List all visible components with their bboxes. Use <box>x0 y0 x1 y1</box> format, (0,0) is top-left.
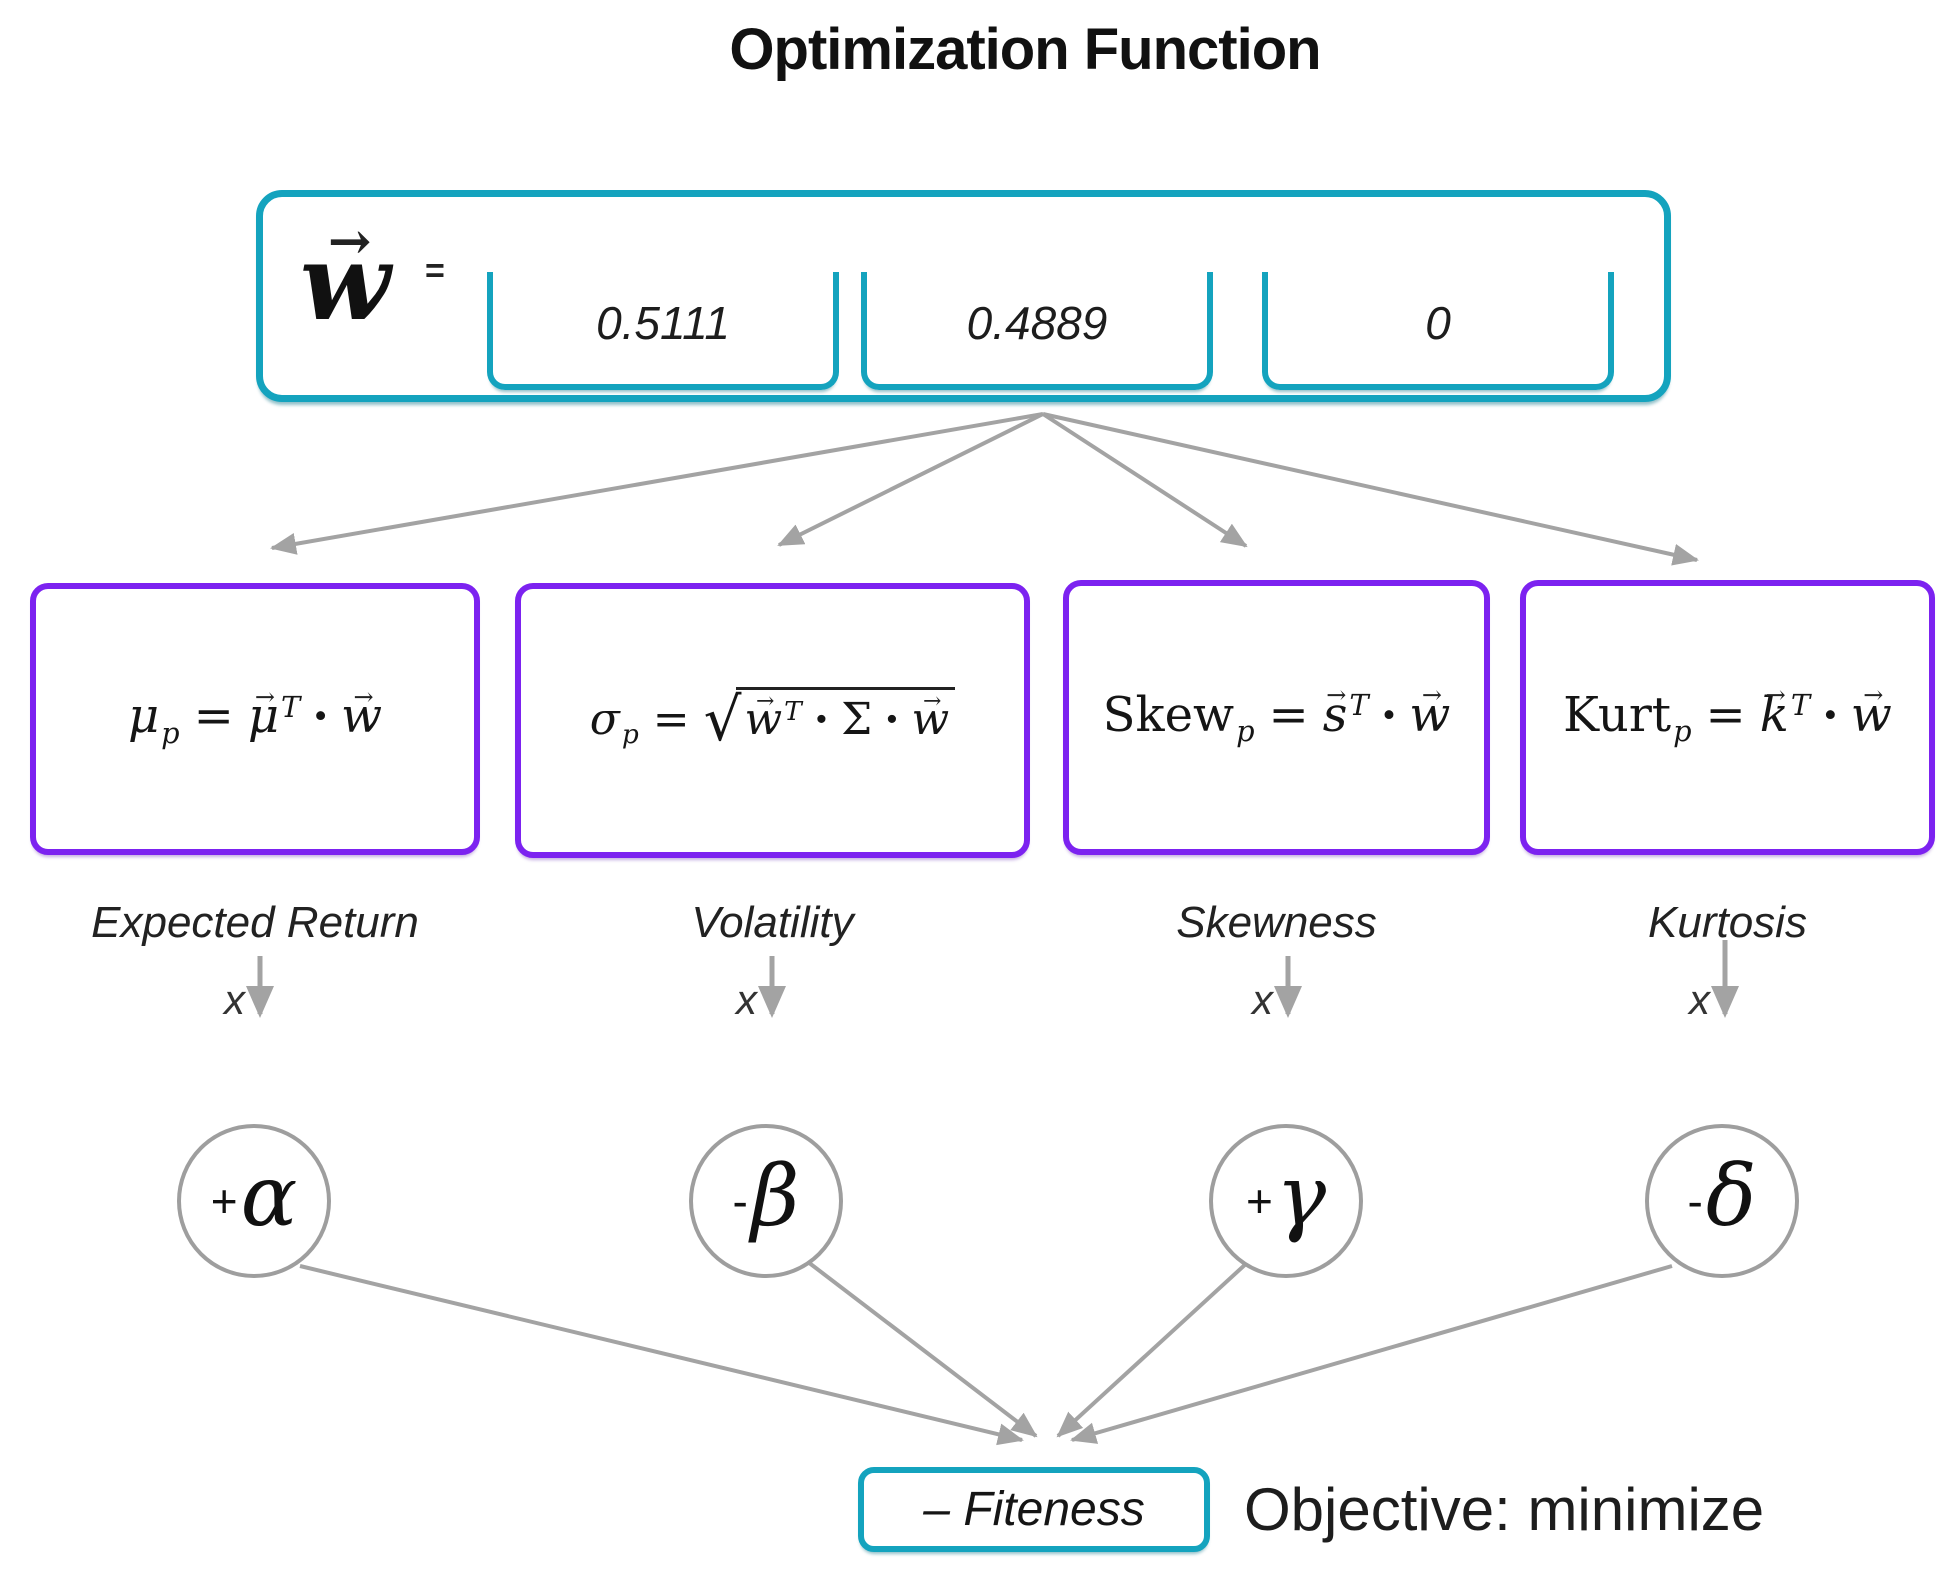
coefficient-circle-delta: -δ <box>1645 1124 1799 1278</box>
coefficient-circle-alpha: +α <box>177 1124 331 1278</box>
weight-vector-symbol: w→ <box>300 211 391 344</box>
vector-arrow-icon: → <box>923 688 942 714</box>
vector-arrow-icon: → <box>1765 681 1786 710</box>
kurtosis-formula: Kurtp=k→T·w→ <box>1563 681 1892 749</box>
fan-arrow-volatility <box>777 412 1044 547</box>
converge-arrow-beta <box>806 1260 1038 1438</box>
weight-value-1: 0.5111 <box>596 297 730 349</box>
vector-arrow-icon: → <box>254 682 276 711</box>
w-vector: w→ <box>744 688 783 746</box>
fitness-label: – Fiteness <box>923 1483 1145 1536</box>
mu-vector: μ→ <box>247 682 280 745</box>
volatility-formula: σp=√w→T·Σ·w→ <box>590 686 956 755</box>
multiply-label-kurtosis: x <box>1689 976 1710 1023</box>
vector-arrow-icon: → <box>755 688 775 714</box>
equals-sign: = <box>425 252 445 290</box>
coefficient-sign: + <box>210 1175 238 1227</box>
multiply-arrows <box>246 940 1739 1018</box>
formula-box-kurtosis: Kurtp=k→T·w→ <box>1520 580 1935 855</box>
coefficient-sign: + <box>1245 1175 1273 1227</box>
w-vector: w→ <box>911 688 950 746</box>
weight-value-bracket-2: 0.4889 <box>861 272 1213 390</box>
w-vector: w→ <box>1850 681 1892 743</box>
formula-box-volatility: σp=√w→T·Σ·w→ <box>515 583 1030 858</box>
weight-value-3: 0 <box>1425 297 1451 349</box>
metric-label-skewness: Skewness <box>1176 898 1377 947</box>
w-vector: w→ <box>340 682 383 745</box>
expected-return-formula: μp=μ→T·w→ <box>127 682 383 750</box>
vector-arrow-icon: → <box>1863 681 1884 710</box>
skewness-formula: Skewp=s→T·w→ <box>1102 681 1451 749</box>
converge-arrow-delta <box>1070 1264 1673 1444</box>
converge-arrow-alpha <box>299 1264 1024 1446</box>
fan-arrow-expected-return <box>270 412 1044 555</box>
metric-label-expected-return: Expected Return <box>91 898 419 947</box>
converge-arrows <box>299 1260 1673 1446</box>
vector-arrow-icon: → <box>1421 681 1442 710</box>
fan-arrows <box>270 412 1699 566</box>
vector-arrow-icon: → <box>1326 681 1347 710</box>
coefficient-circle-gamma: +γ <box>1209 1124 1363 1278</box>
w-vector: w→ <box>300 211 391 344</box>
formula-box-expected-return: μp=μ→T·w→ <box>30 583 480 855</box>
coefficient-sign: - <box>1687 1175 1703 1227</box>
formula-box-skewness: Skewp=s→T·w→ <box>1063 580 1490 855</box>
fitness-box: – Fiteness <box>858 1467 1210 1552</box>
weight-value-bracket-3: 0 <box>1262 272 1614 390</box>
sqrt-icon: √ <box>703 686 742 755</box>
multiply-label-skewness: x <box>1252 976 1273 1023</box>
radicand: w→T·Σ·w→ <box>736 687 956 746</box>
multiply-label-expected-return: x <box>224 976 245 1023</box>
coefficient-letter: δ <box>1705 1147 1757 1245</box>
objective-text: Objective: minimize <box>1244 1476 1765 1543</box>
weight-value-2: 0.4889 <box>966 297 1108 349</box>
w-vector: w→ <box>1409 681 1451 743</box>
coefficient-circle-beta: -β <box>689 1124 843 1278</box>
converge-arrow-gamma <box>1056 1260 1250 1438</box>
metric-label-volatility: Volatility <box>691 898 854 947</box>
k-vector: k→ <box>1759 681 1789 743</box>
coefficient-letter: α <box>240 1147 298 1245</box>
covariance-sigma: Σ <box>841 694 873 746</box>
multiply-label-volatility: x <box>736 976 757 1023</box>
coefficient-letter: β <box>750 1147 800 1245</box>
metric-label-kurtosis: Kurtosis <box>1648 898 1807 947</box>
s-vector: s→ <box>1322 681 1348 743</box>
fan-arrow-kurtosis <box>1042 412 1699 566</box>
vector-arrow-icon: → <box>353 682 374 711</box>
fan-arrow-skewness <box>1041 412 1248 548</box>
coefficient-sign: - <box>732 1175 748 1227</box>
coefficient-letter: γ <box>1275 1147 1327 1245</box>
vector-arrow-icon: → <box>327 211 372 272</box>
page-title: Optimization Function <box>729 17 1321 82</box>
weight-value-bracket-1: 0.5111 <box>487 272 839 390</box>
